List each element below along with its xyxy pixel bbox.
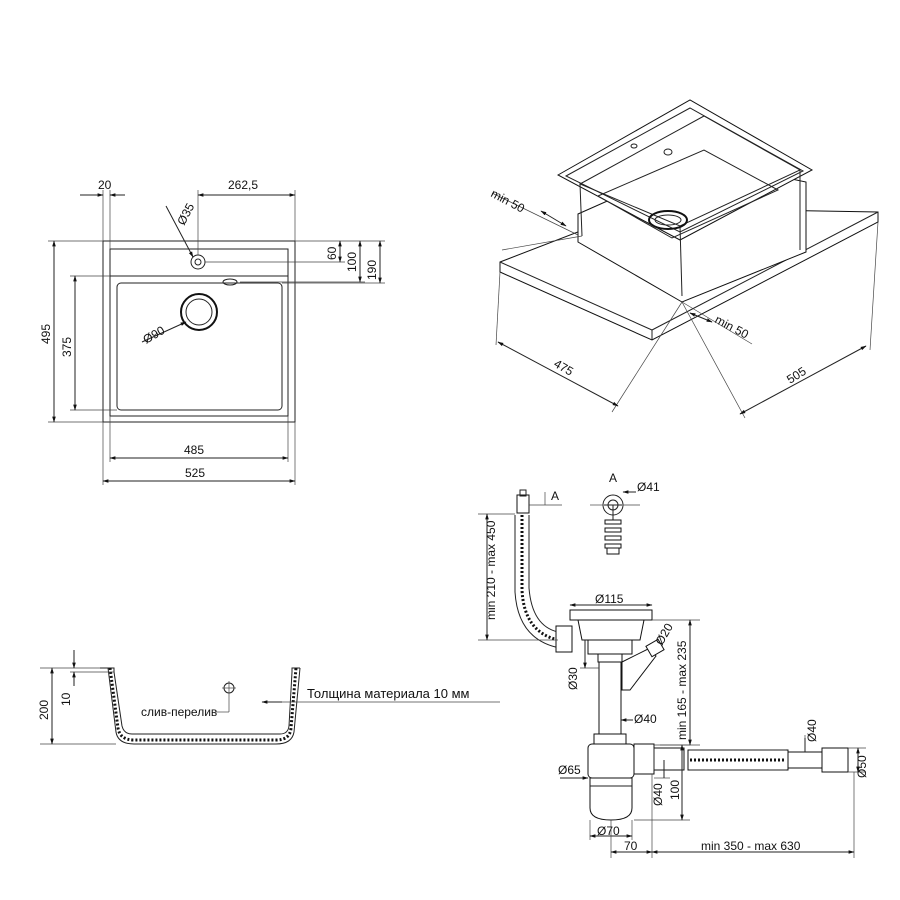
iso-view: min 50 min 50 475 505 [489,99,879,419]
trap-bottle [589,777,633,821]
top-view: 20 262,5 Ø35 60 100 190 495 375 Ø90 485 … [39,178,385,485]
dim-dia-65: Ø65 [558,763,581,777]
dim-262-5: 262,5 [228,178,258,192]
dim-485: 485 [184,443,204,457]
drain-hole-inner [185,298,213,326]
detail-a-title: A [609,471,617,485]
hose-coupling [555,625,573,653]
dim-dia-30: Ø30 [566,667,580,690]
drain-iso [648,210,688,230]
thickness-note: Толщина материала 10 мм [307,686,470,701]
dim-190: 190 [365,260,379,280]
dim-min50-bottom: min 50 [713,312,752,341]
siphon-view: A A Ø41 min 210 - max 450 Ø115 [478,471,869,858]
dim-475: 475 [552,356,577,378]
section-outline [100,667,300,735]
dim-dia-40-mid: Ø40 [634,712,657,726]
dim-dia-70: Ø70 [597,824,620,838]
section-wall [108,667,298,742]
dim-dia-50: Ø50 [855,755,869,778]
dim-375: 375 [60,337,74,357]
dim-min50-top: min 50 [489,186,528,215]
detail-marker-a: A [551,489,559,503]
dim-dia-41: Ø41 [637,480,660,494]
dim-dia-115: Ø115 [595,592,624,606]
dim-20: 20 [98,178,112,192]
dim-dia-40-right: Ø40 [805,719,819,742]
dim-dia-20: Ø20 [652,621,676,648]
dim-70: 70 [624,839,638,853]
sink-rim [109,248,289,417]
dim-dia-35: Ø35 [174,201,197,228]
dim-505: 505 [784,364,809,387]
dim-100: 100 [345,252,359,272]
overflow-fitting [516,494,530,514]
sink-rim-iso [556,99,814,241]
strainer-flange [569,609,653,621]
dim-dia-90: Ø90 [141,323,168,347]
overflow-label: слив-перелив [141,705,217,719]
vertical-pipe [598,661,622,735]
dim-60: 60 [325,246,339,260]
tap-hole-inner [194,258,202,266]
dim-200: 200 [37,700,51,720]
sink-bowl [116,282,283,411]
sink-outline [102,240,296,423]
section-view: 200 10 слив-перелив Толщина материала 10… [37,650,500,745]
strainer-body [577,619,645,641]
tap-hole-iso [663,148,673,156]
outlet-coupling [633,743,655,775]
dim-100-siphon: 100 [668,780,682,800]
dim-range-350-630: min 350 - max 630 [701,839,801,853]
trap-body [587,743,635,779]
dim-10: 10 [59,692,73,706]
drain-hole [180,293,218,331]
drain-end [821,747,849,773]
dim-495: 495 [39,324,53,344]
dim-range-165-235: min 165 - max 235 [675,640,689,740]
overflow-slot [222,278,238,286]
dim-dia-40-low: Ø40 [651,783,665,806]
dim-525: 525 [185,466,205,480]
side-outlet [621,647,657,691]
tap-hole [190,254,206,270]
dim-hose-range: min 210 - max 450 [484,520,498,620]
